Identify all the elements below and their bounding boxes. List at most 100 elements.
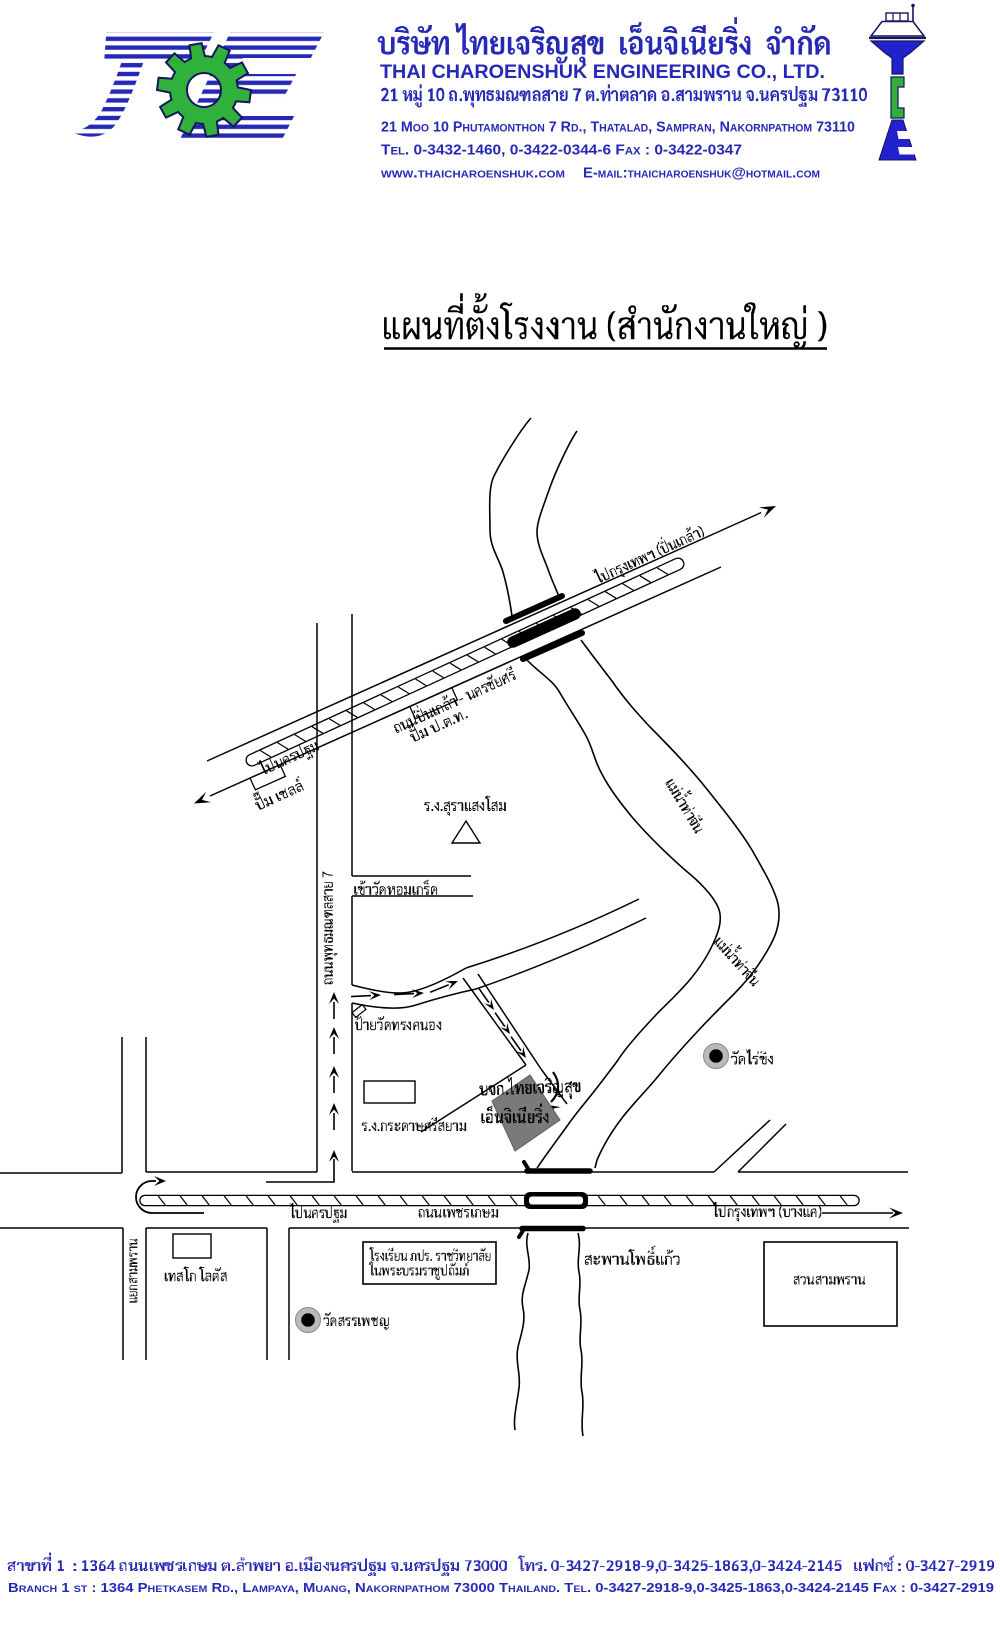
branch-right-arrowhead (368, 991, 381, 1001)
pinklao-median-band-surface (246, 558, 684, 766)
factory-lane-down-arrow-shaft (510, 1036, 522, 1052)
river-west-bank-upper (488, 417, 532, 617)
pinklao-north-line (206, 513, 759, 762)
tel-fax-line: Tel. 0-3432-1460, 0-3422-0344-6 Fax : 0-… (381, 142, 742, 159)
label-phetkasem-road-text: ถนนเพชรเกษม (410, 1204, 507, 1221)
label-rose-garden-th-text: สวนสามพราน (785, 1272, 874, 1288)
songkhanong-sign-icon (351, 1003, 367, 1019)
email-text: E-mail:thaicharoenshuk@hotmail.com (583, 166, 820, 182)
phetkasem-bridge-bar-south-hook (517, 1227, 526, 1239)
data-text-layer: บริษัท ไทยเจริญสุข เอ็นจิเนียริ่ง จำกัด … (11, 17, 991, 1572)
factory-lane-down-arrow-shaft (494, 1012, 506, 1028)
label-samphran-junction-text: แยกสามพราน (124, 1228, 140, 1314)
website-text: www.thaicharoenshuk.com (381, 166, 565, 182)
phetkasem-bridge-bar-north-hook (522, 1160, 531, 1172)
header-text-block: THAI CHAROENSHUK ENGINEERING CO., LTD. 2… (8, 61, 994, 1595)
company-logo (71, 32, 325, 142)
northeast-stub-west (713, 1119, 771, 1173)
sangsom-triangle-icon (450, 819, 482, 844)
footer-english: Branch 1 st : 1364 Phetkasem Rd., Lampay… (8, 1581, 994, 1595)
sai7-up-arrowhead (329, 1150, 339, 1162)
homkret-road (352, 875, 473, 897)
label-wat-songkhanong-text: ป้ายวัดทรงคนอง (345, 1014, 452, 1031)
label-phokaew-bridge-text: สะพานโพธิ์แก้ว (579, 1242, 686, 1263)
factory-plot (491, 1074, 561, 1152)
ptt-station-bracket (409, 687, 459, 720)
company-name-english: THAI CHAROENSHUK ENGINEERING CO., LTD. (380, 61, 825, 83)
tower-cap (885, 12, 909, 22)
company-name-thai-text: บริษัท ไทยเจริญสุข เอ็นจิเนียริ่ง จำกัด (353, 17, 855, 59)
address-english: 21 Moo 10 Phutamonthon 7 Rd., Thatalad, … (381, 119, 855, 136)
pinklao-bridge-bar-median (507, 608, 581, 648)
tower-letter-e-notch (898, 147, 915, 155)
factory-lane-down-arrowhead (516, 1046, 526, 1058)
thai-label-paths (7, 17, 995, 1576)
branch-right-arrow-shaft (393, 992, 415, 996)
factory-lane-down-arrowhead (484, 998, 494, 1010)
connector-north-line (465, 898, 640, 969)
tesco-building (172, 1233, 212, 1259)
label-wat-homkret-text: เข้าวัดหอมเกร็ด (345, 876, 448, 895)
sai7-up-arrowhead (329, 1066, 339, 1078)
address-thai-text: 21 หมู่ 10 ถ.พุทธมณฑลสาย 7 ต.ท่าตลาด อ.ส… (337, 84, 910, 107)
shell-station-bracket (249, 764, 287, 791)
branch-right-arrow-shaft (350, 994, 372, 998)
sai7-turn-arrow-shaft (266, 1159, 335, 1183)
branch-right-arrow-shaft (429, 984, 450, 993)
school-box (362, 1241, 497, 1285)
page-title-text: แผนที่ตั้งโรงงาน (สำนักงานใหญ่ ) (331, 290, 879, 340)
phetkasem-road-group (0, 1160, 909, 1239)
city-blocks (121, 1037, 898, 1360)
label-to-nakhonpathom-phetkasem-text: ไปนครปฐม (280, 1203, 354, 1221)
label-srisiam-paper-text: ร.ง.กระดาษศรีสยาม (349, 1115, 480, 1132)
label-school-line2-text: ในพระบรมราชูปถัมภ์ (355, 1262, 482, 1279)
river-east-bank-middle (580, 639, 780, 1169)
label-thachin-upper-text: แม่น้ำท่าจีน (662, 765, 718, 840)
sai7-road (266, 614, 353, 1183)
label-company-line2-text: เอ็นจิเนียริ่ง (473, 1100, 558, 1122)
label-to-bangkok-bangkae-text: ไปกรุงเทพฯ (บางแค) (699, 1202, 834, 1221)
branch-right-arrowhead (445, 981, 458, 990)
phetkasem-bridge-inner (529, 1196, 583, 1205)
thachin-river (488, 417, 780, 1437)
phetkasem-carriageway (139, 1194, 860, 1207)
factory-lane-down-arrowhead (500, 1022, 510, 1034)
tower-antenna-tip (911, 3, 915, 8)
logo-gear-icon (155, 41, 253, 139)
pinklao-bridge-bar-north (503, 593, 565, 624)
branch-right-arrowhead (411, 989, 424, 999)
page-title-glyphs (384, 293, 827, 350)
river-west-bank-middle (525, 658, 722, 1169)
tower-letter-c (890, 76, 905, 119)
phetkasem-uturn-arrow (135, 1180, 204, 1214)
factory-map (0, 417, 909, 1437)
footer-thai-text: สาขาที่ 1 : 1364 ถนนเพชรเกษม ต.ลำพยา อ.เ… (11, 1552, 991, 1572)
label-school-line1-text: โรงเรียน ภปร. ราชวิทยาลัย (348, 1245, 512, 1261)
srisiam-paper-plot (363, 1080, 416, 1104)
pinklao-bridge-bar-south (520, 630, 585, 662)
label-thachin-lower-text: แม่น้ำท่าจีน (709, 923, 774, 993)
access-roads (350, 898, 647, 1133)
label-phutthamonthon-sai7-text: ถนนพุทธมณฑลสาย 7 (321, 857, 339, 1000)
wat-sanphet-icon-dot (301, 1313, 315, 1327)
factory-lane-down-arrow-shaft (478, 988, 490, 1004)
river-east-bank-upper (536, 430, 578, 598)
river-west-bank-lower (513, 1232, 531, 1431)
pinklao-median-band (245, 557, 685, 767)
page-title (384, 293, 827, 350)
sai7-up-arrowhead (329, 992, 339, 1004)
northeast-stub-east (737, 1123, 787, 1173)
sai7-up-arrowhead (329, 1103, 339, 1115)
logo-letter-e (178, 32, 325, 142)
river-east-bank-lower (577, 1232, 584, 1437)
tower-letter-t (869, 40, 926, 75)
label-wat-raikhing-text: วัดไร่ขิง (726, 1047, 777, 1065)
wat-raikhing-icon-dot (709, 1049, 723, 1063)
factory-lane-west-line (462, 977, 527, 1066)
label-wat-sanphet-text: วัดสรรเพชญ (315, 1312, 396, 1329)
label-tesco-lotus-text: เทสโก โลตัส (155, 1264, 237, 1282)
phetkasem-east-arrowhead (889, 1207, 903, 1219)
pinklao-northeast-arrowhead (759, 506, 776, 518)
